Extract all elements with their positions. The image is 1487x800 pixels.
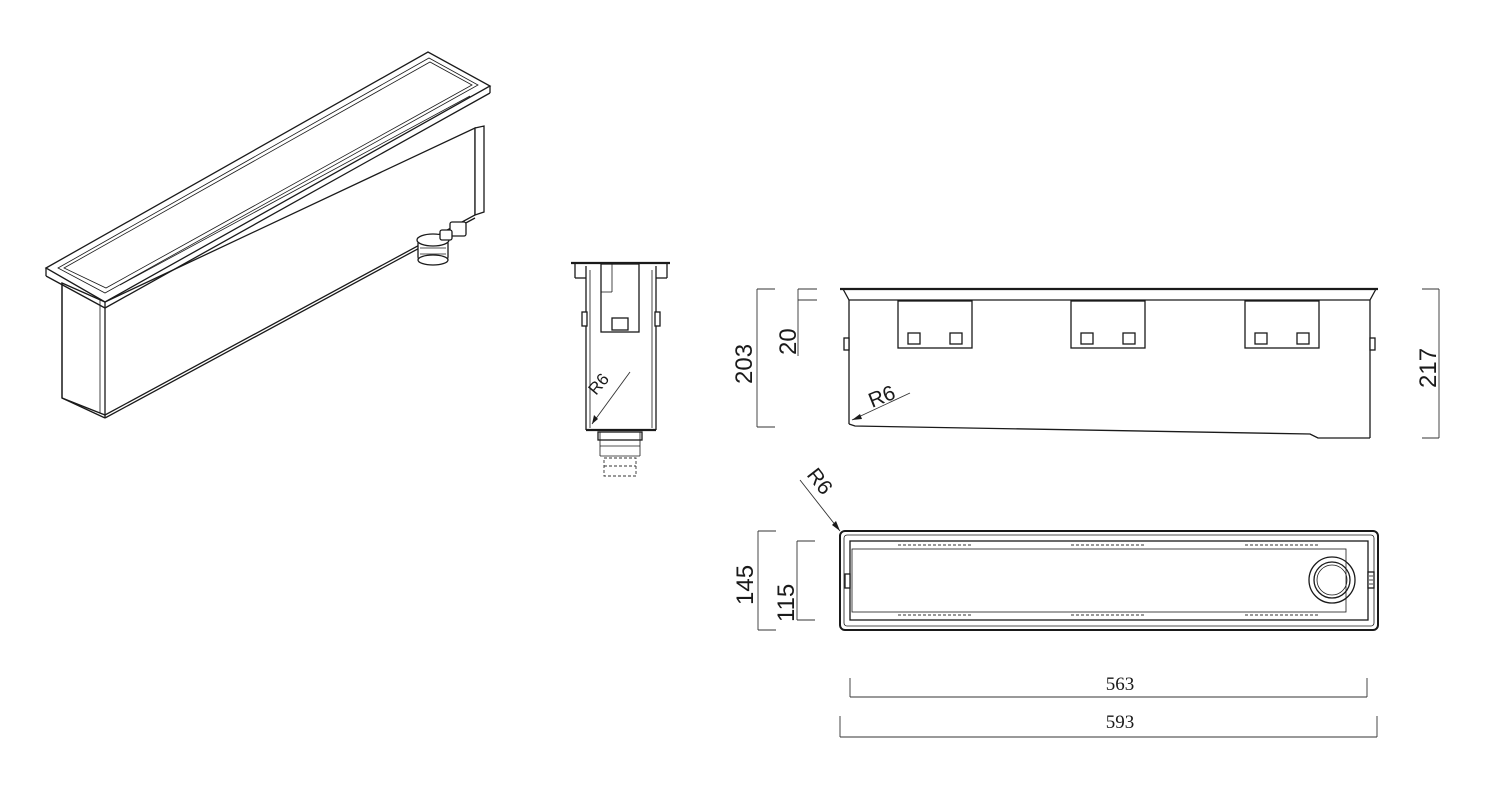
dim-inner-width: 115 bbox=[773, 540, 815, 622]
bracket-middle bbox=[1070, 300, 1146, 349]
dim-outer-width: 145 bbox=[732, 530, 776, 631]
iso-drain-outlet bbox=[416, 221, 467, 266]
plan-bracket-marks bbox=[898, 544, 1319, 616]
plan-view: R6 145 115 563 593 bbox=[732, 464, 1379, 738]
dim-115-label: 115 bbox=[773, 584, 800, 622]
dim-lip-height: 20 bbox=[775, 288, 817, 356]
dim-203-label: 203 bbox=[731, 344, 758, 384]
dim-outer-length: 593 bbox=[839, 712, 1378, 738]
end-view: R6 bbox=[571, 261, 670, 477]
plan-radius-label: R6 bbox=[802, 464, 837, 499]
dim-593-label: 593 bbox=[1106, 712, 1135, 733]
isometric-view bbox=[44, 51, 492, 419]
dim-563-label: 563 bbox=[1106, 674, 1135, 695]
front-elevation: R6 203 20 217 bbox=[731, 287, 1442, 439]
plan-drain bbox=[1308, 556, 1356, 604]
dim-20-label: 20 bbox=[775, 328, 802, 355]
dim-overall-height: 203 bbox=[731, 288, 775, 428]
front-radius-label: R6 bbox=[865, 381, 899, 412]
dim-inner-length: 563 bbox=[849, 674, 1368, 698]
bracket-right bbox=[1244, 300, 1320, 349]
bracket-left bbox=[897, 300, 973, 349]
dim-right-height: 217 bbox=[1415, 288, 1442, 439]
dim-145-label: 145 bbox=[732, 565, 759, 605]
dim-217-label: 217 bbox=[1415, 348, 1442, 388]
end-view-radius-label: R6 bbox=[585, 370, 614, 399]
